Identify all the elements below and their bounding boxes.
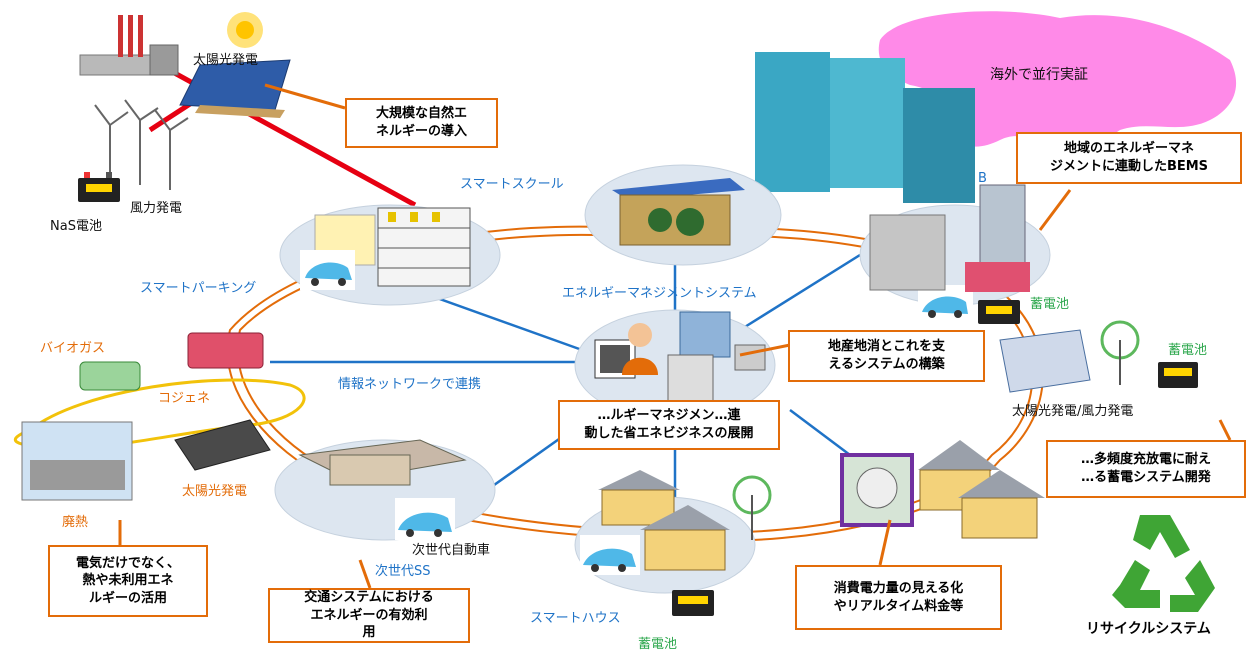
callout-heat-use: 電気だけでなく、 熱や未利用エネ ルギーの活用 <box>48 545 208 617</box>
recycle-icon <box>1112 515 1215 612</box>
building-icon <box>298 439 467 486</box>
battery-icon <box>672 590 714 616</box>
generator-icon <box>79 361 141 391</box>
building-icon <box>314 207 471 287</box>
cogen-label: コジェネ <box>158 391 211 406</box>
house-icon <box>918 440 1045 539</box>
callout-pointers <box>118 83 1232 589</box>
generator-icon <box>187 332 264 369</box>
car-icon <box>395 498 455 540</box>
solar-left-label: 太陽光発電 <box>182 484 248 499</box>
battery-icon <box>978 300 1020 324</box>
person-icon <box>622 323 658 375</box>
battery-building-label: 蓄電池 <box>1030 297 1070 312</box>
next-gen-car-label: 次世代自動車 <box>412 543 491 558</box>
wind-turbine-icon <box>732 475 772 540</box>
battery-bottom-label: 蓄電池 <box>638 637 678 652</box>
wind-turbine-icon <box>1100 320 1140 385</box>
car-icon <box>300 250 355 290</box>
solar-panel-icon <box>179 59 291 118</box>
solar-panel-icon <box>999 329 1091 393</box>
overseas-label: 海外で並行実証 <box>990 67 1088 83</box>
battery-icon <box>78 172 120 202</box>
callout-regional-bems: 地域のエネルギーマネ ジメントに連動したBEMS <box>1016 132 1242 184</box>
bems-partial-label: B <box>978 171 987 186</box>
callout-large-renewable: 大規模な自然エ ネルギーの導入 <box>345 98 498 148</box>
smart-parking-label: スマートパーキング <box>140 281 257 296</box>
factory-icon <box>79 15 179 76</box>
callout-visualization: 消費電力量の見える化 やリアルタイム料金等 <box>795 565 1002 630</box>
overlay-block <box>830 58 905 188</box>
callout-transport: 交通システムにおける エネルギーの有効利 用 <box>268 588 470 643</box>
solar-wind-right-label: 太陽光発電/風力発電 <box>1012 404 1134 419</box>
power-meter-icon <box>840 453 914 527</box>
next-gen-ss-label: 次世代SS <box>375 564 431 579</box>
house-icon <box>598 470 730 571</box>
wind-turbine-icon <box>94 99 189 190</box>
waste-heat-label: 廃熱 <box>62 515 89 530</box>
sun-icon <box>227 12 263 48</box>
ems-label: エネルギーマネジメントシステム <box>562 286 757 301</box>
callout-battery-dev: …多頻度充放電に耐え …る蓄電システム開発 <box>1046 440 1246 498</box>
overlay-block <box>903 88 975 203</box>
server-icon <box>667 311 766 406</box>
building-icon <box>612 178 745 246</box>
overlay-block <box>755 52 830 192</box>
building-icon <box>869 184 1030 292</box>
smart-school-label: スマートスクール <box>460 177 564 192</box>
solar-panel-icon <box>174 419 271 471</box>
callout-ems-business: …ルギーマネジメン…連 動した省エネビジネスの展開 <box>558 400 780 450</box>
solar-top-label: 太陽光発電 <box>193 53 259 68</box>
battery-icon <box>1158 362 1198 388</box>
recycle-system-label: リサイクルシステム <box>1086 621 1211 637</box>
car-icon <box>918 285 973 320</box>
smart-house-label: スマートハウス <box>530 611 621 626</box>
callout-local-production: 地産地消とこれを支 えるシステムの構築 <box>788 330 985 382</box>
battery-right-label: 蓄電池 <box>1168 343 1208 358</box>
wind-label: 風力発電 <box>130 201 183 216</box>
nas-battery-label: NaS電池 <box>50 219 102 234</box>
info-network-label: 情報ネットワークで連携 <box>338 377 482 392</box>
factory-icon <box>21 421 133 501</box>
biogas-label: バイオガス <box>40 341 106 356</box>
car-icon <box>580 535 640 575</box>
